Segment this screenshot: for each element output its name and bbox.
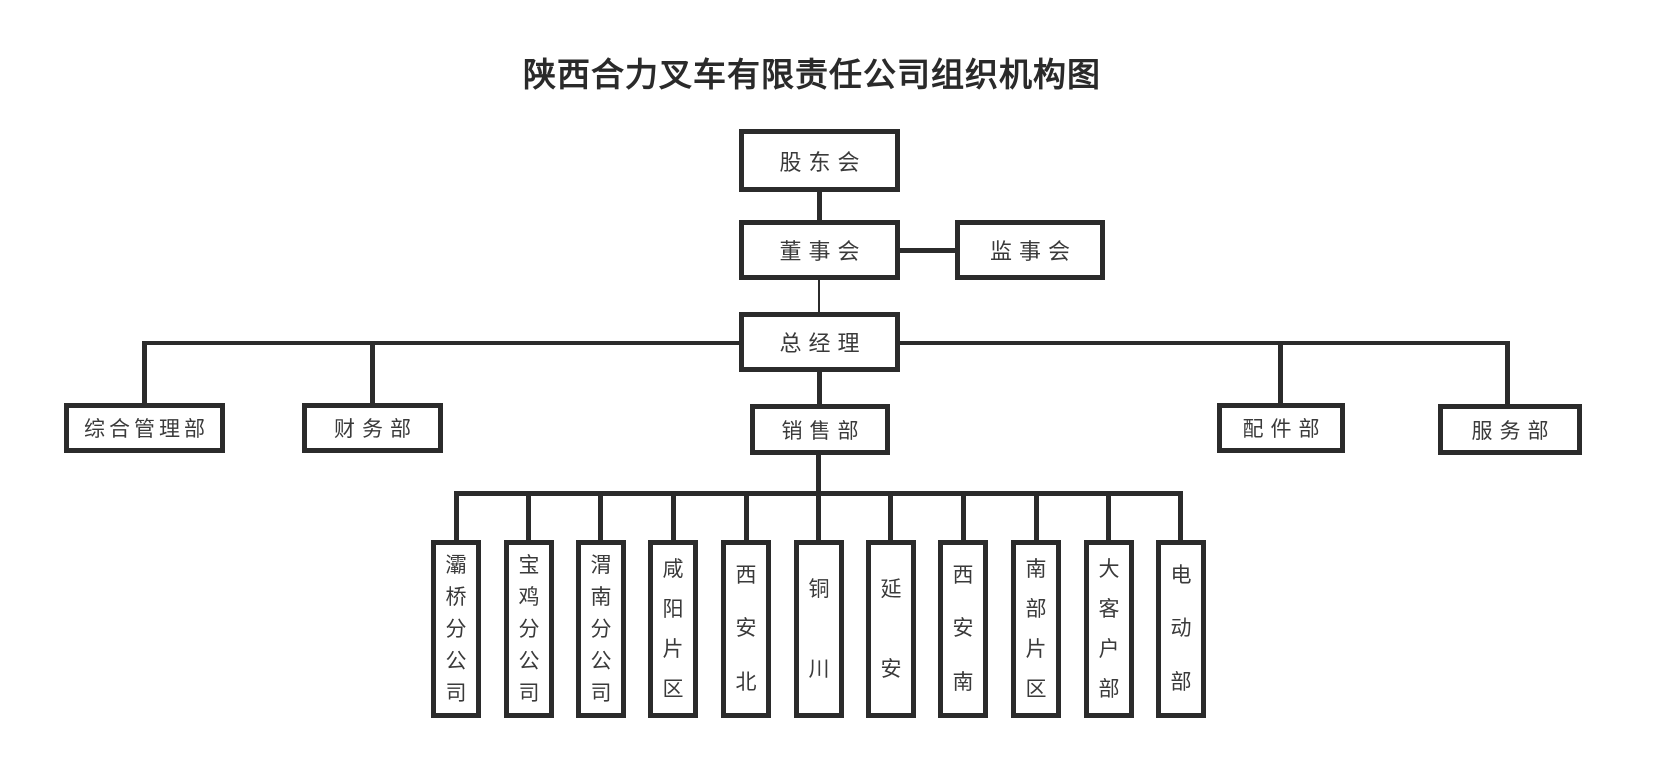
connector-spine-parts: [1278, 341, 1283, 403]
node-supervisory: 监事会: [955, 220, 1105, 280]
node-unit-xian-south: 西安南: [938, 540, 988, 718]
connector-spine-finance: [370, 341, 375, 403]
node-unit-tongchuan: 铜川: [794, 540, 844, 718]
connector-drop-weinan: [598, 491, 603, 542]
node-dept-service: 服务部: [1438, 404, 1582, 455]
connector-board-supervisory: [898, 248, 957, 253]
node-unit-electric: 电动部: [1156, 540, 1206, 718]
node-general-manager: 总经理: [739, 312, 900, 372]
node-unit-south-area: 南部片区: [1011, 540, 1061, 718]
node-shareholders: 股东会: [739, 129, 900, 192]
connector-drop-tongchuan: [816, 491, 821, 542]
node-dept-admin: 综合管理部: [64, 403, 225, 453]
connector-spine-admin: [142, 341, 147, 403]
node-dept-finance: 财务部: [302, 403, 443, 453]
node-unit-baoji: 宝鸡分公司: [504, 540, 554, 718]
connector-drop-xian-north: [744, 491, 749, 542]
node-dept-sales: 销售部: [750, 404, 890, 455]
node-unit-key-accounts: 大客户部: [1084, 540, 1134, 718]
node-unit-weinan: 渭南分公司: [576, 540, 626, 718]
node-board: 董事会: [739, 220, 900, 280]
connector-drop-electric: [1178, 491, 1183, 542]
connector-board-gm: [818, 280, 820, 312]
connector-drop-baqiao: [454, 491, 459, 542]
connector-drop-baoji: [526, 491, 531, 542]
node-unit-xian-north: 西安北: [721, 540, 771, 718]
page-title: 陕西合力叉车有限责任公司组织机构图: [523, 56, 1101, 93]
connector-spine-service: [1505, 341, 1510, 404]
connector-drop-key-accounts: [1106, 491, 1111, 542]
node-unit-xianyang: 咸阳片区: [648, 540, 698, 718]
node-dept-parts: 配件部: [1217, 403, 1345, 453]
connector-shareholders-board: [817, 192, 822, 220]
connector-drop-south-area: [1034, 491, 1039, 542]
connector-gm-sales: [817, 371, 822, 404]
connector-drop-xianyang: [671, 491, 676, 542]
connector-drop-xian-south: [961, 491, 966, 542]
connector-sales-bus: [816, 455, 821, 493]
node-unit-baqiao: 灞桥分公司: [431, 540, 481, 718]
node-unit-yanan: 延安: [866, 540, 916, 718]
connector-drop-yanan: [888, 491, 893, 542]
